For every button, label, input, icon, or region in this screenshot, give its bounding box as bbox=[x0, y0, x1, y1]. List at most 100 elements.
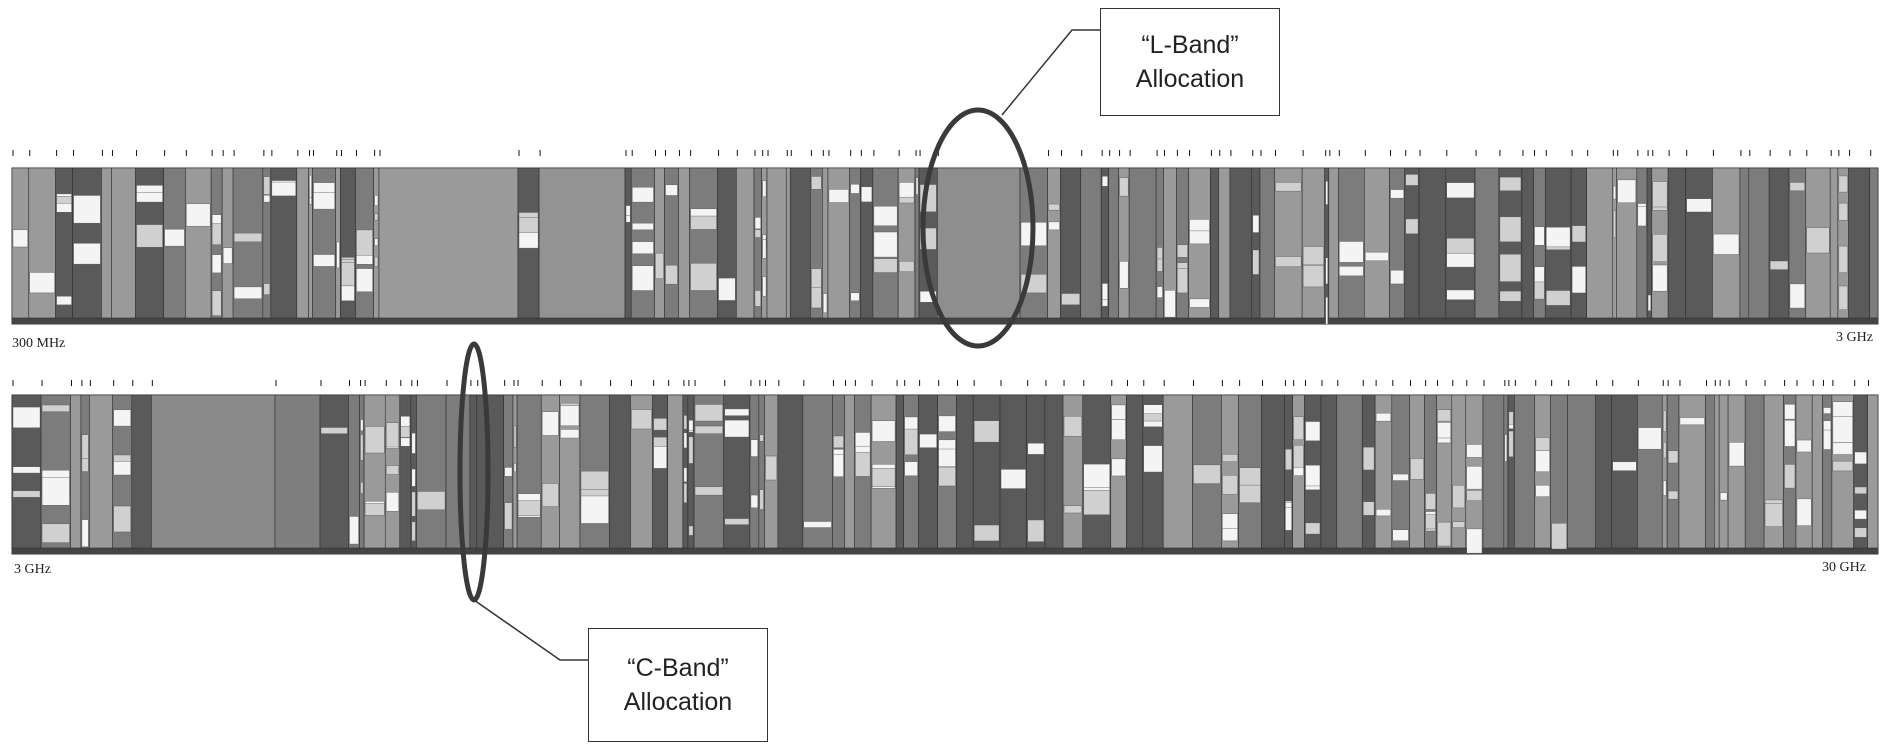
sub-allocation-block bbox=[1253, 215, 1259, 232]
sub-allocation-block bbox=[401, 416, 410, 426]
sub-allocation-block bbox=[851, 293, 860, 301]
sub-allocation-block bbox=[365, 426, 384, 453]
sub-allocation-block bbox=[1306, 523, 1320, 534]
sub-allocation-block bbox=[314, 183, 335, 193]
allocation-column bbox=[1260, 168, 1274, 318]
allocation-column bbox=[778, 395, 803, 548]
sub-allocation-block bbox=[412, 522, 416, 541]
allocation-column bbox=[1210, 168, 1218, 318]
allocation-column bbox=[736, 168, 754, 318]
sub-allocation-block bbox=[1770, 261, 1788, 270]
allocation-column bbox=[1129, 168, 1156, 318]
sub-allocation-block bbox=[1326, 297, 1328, 325]
allocation-column bbox=[1749, 168, 1769, 318]
sub-allocation-block bbox=[1855, 487, 1867, 494]
sub-allocation-block bbox=[1833, 442, 1853, 454]
allocation-column bbox=[151, 395, 275, 548]
allocation-column bbox=[1812, 395, 1822, 548]
allocation-column bbox=[1337, 395, 1362, 548]
sub-allocation-block bbox=[375, 195, 378, 205]
sub-allocation-block bbox=[13, 491, 40, 497]
sub-allocation-block bbox=[1785, 464, 1795, 488]
allocation-column bbox=[1522, 168, 1534, 318]
sub-allocation-block bbox=[1240, 485, 1261, 503]
allocation-column bbox=[360, 395, 365, 548]
sub-allocation-block bbox=[1306, 422, 1320, 441]
allocation-column bbox=[1571, 168, 1587, 318]
allocation-column bbox=[1740, 168, 1749, 318]
sub-allocation-block bbox=[1190, 299, 1210, 308]
allocation-column bbox=[1081, 168, 1101, 318]
sub-allocation-block bbox=[114, 506, 131, 532]
lband-callout: “L-Band” Allocation bbox=[1100, 8, 1280, 116]
sub-allocation-block bbox=[666, 265, 678, 284]
sub-allocation-block bbox=[1797, 440, 1811, 452]
allocation-column bbox=[1252, 168, 1260, 318]
sub-allocation-block bbox=[361, 482, 364, 493]
strip-baseline bbox=[12, 548, 1878, 554]
sub-allocation-block bbox=[1438, 522, 1451, 546]
allocation-column bbox=[1483, 395, 1504, 548]
sub-allocation-block bbox=[114, 455, 131, 461]
allocation-column bbox=[539, 168, 625, 318]
sub-allocation-block bbox=[1102, 176, 1107, 186]
sub-allocation-block bbox=[1339, 266, 1363, 276]
allocation-column bbox=[1321, 395, 1337, 548]
allocation-column bbox=[1362, 395, 1375, 548]
allocation-column bbox=[1686, 168, 1713, 318]
sub-allocation-block bbox=[1552, 523, 1567, 549]
allocation-column bbox=[1126, 395, 1142, 548]
sub-allocation-block bbox=[874, 206, 897, 226]
sub-allocation-block bbox=[1120, 261, 1129, 288]
allocation-column bbox=[222, 168, 233, 318]
allocation-column bbox=[1219, 168, 1230, 318]
sub-allocation-block bbox=[375, 257, 378, 266]
allocation-column bbox=[1514, 395, 1534, 548]
top-strip-end-label: 3 GHz bbox=[1836, 330, 1873, 346]
lband-leader-line bbox=[1002, 30, 1100, 115]
sub-allocation-block bbox=[1855, 510, 1867, 519]
sub-allocation-block bbox=[375, 214, 378, 220]
sub-allocation-block bbox=[1546, 291, 1570, 306]
allocation-column bbox=[29, 168, 56, 318]
sub-allocation-block bbox=[905, 427, 918, 455]
cband-callout-line2: Allocation bbox=[624, 685, 732, 719]
sub-allocation-block bbox=[309, 175, 311, 198]
sub-allocation-block bbox=[874, 232, 897, 257]
sub-allocation-block bbox=[542, 484, 558, 507]
sub-allocation-block bbox=[1467, 529, 1482, 553]
sub-allocation-block bbox=[1326, 258, 1328, 284]
sub-allocation-block bbox=[1102, 300, 1107, 306]
sub-allocation-block bbox=[899, 261, 914, 271]
sub-allocation-block bbox=[42, 405, 69, 412]
sub-allocation-block bbox=[1285, 449, 1291, 470]
allocation-column bbox=[364, 395, 385, 548]
sub-allocation-block bbox=[1406, 219, 1418, 234]
allocation-column bbox=[185, 168, 211, 318]
allocation-column bbox=[1706, 395, 1715, 548]
allocation-column bbox=[1637, 395, 1662, 548]
sub-allocation-block bbox=[42, 477, 69, 505]
allocation-column bbox=[379, 168, 518, 318]
sub-allocation-block bbox=[1785, 420, 1795, 446]
allocation-column bbox=[1048, 168, 1061, 318]
allocation-column bbox=[1667, 395, 1679, 548]
sub-allocation-block bbox=[321, 428, 347, 434]
sub-allocation-block bbox=[1500, 217, 1521, 242]
sub-allocation-block bbox=[1687, 199, 1712, 212]
sub-allocation-block bbox=[1253, 250, 1259, 274]
sub-allocation-block bbox=[13, 467, 40, 473]
sub-allocation-block bbox=[763, 277, 766, 297]
sub-allocation-block bbox=[1294, 445, 1304, 467]
sub-allocation-block bbox=[1157, 259, 1162, 272]
allocation-column bbox=[1302, 168, 1325, 318]
sub-allocation-block bbox=[905, 462, 918, 476]
sub-allocation-block bbox=[1190, 230, 1210, 244]
bottom-strip-start-label: 3 GHz bbox=[14, 562, 51, 578]
sub-allocation-block bbox=[114, 410, 131, 426]
sub-allocation-block bbox=[1535, 282, 1545, 299]
sub-allocation-block bbox=[1438, 422, 1451, 438]
sub-allocation-block bbox=[1365, 252, 1388, 261]
sub-allocation-block bbox=[1855, 452, 1867, 464]
allocation-column bbox=[297, 168, 309, 318]
